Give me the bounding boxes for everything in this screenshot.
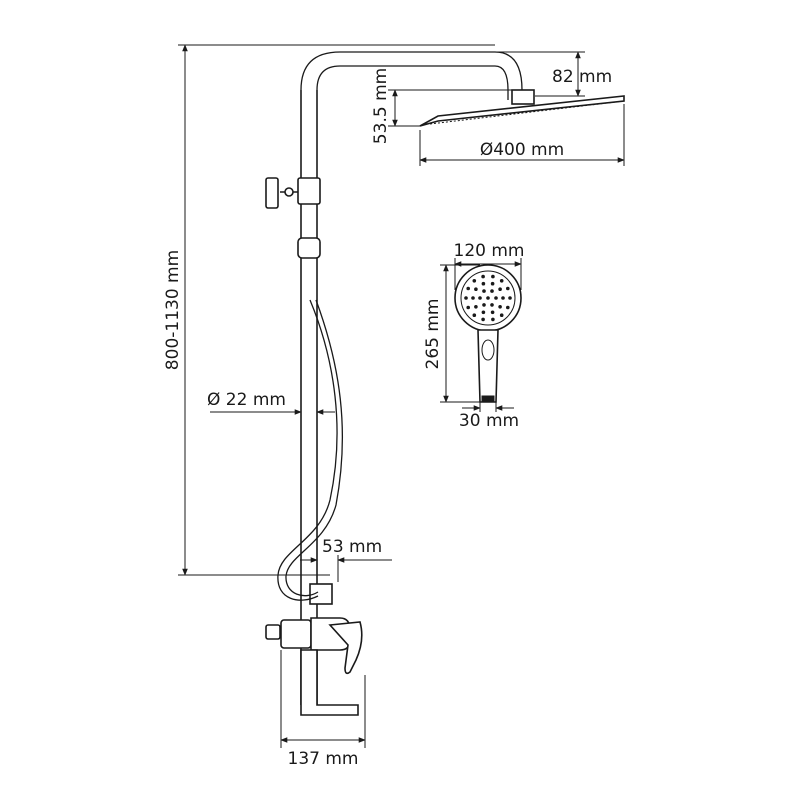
mixer-flange: [280, 619, 312, 649]
hand-shower-face: [460, 270, 516, 326]
nozzle-dot: [466, 305, 471, 310]
dimension-labels: 800-1130 mm 82 mm 53.5 mm Ø400 mm Ø 22 m…: [163, 67, 612, 769]
nozzle-dot: [481, 310, 486, 315]
shower-column: [265, 51, 625, 716]
nozzle-dot: [466, 286, 471, 291]
nozzle-dot: [486, 296, 490, 300]
nozzle-dot: [482, 303, 486, 307]
nozzle-dot: [508, 296, 512, 300]
nozzle-dot: [478, 296, 482, 300]
label-arm-drop: 82 mm: [552, 67, 612, 87]
nozzle-dot: [506, 286, 510, 291]
arm-inner: [316, 65, 509, 100]
nozzle-dot: [494, 296, 498, 300]
nozzle-dot: [474, 287, 478, 292]
hand-shower: [454, 264, 522, 403]
nozzle-dot: [474, 305, 478, 309]
nozzle-dot: [499, 279, 504, 283]
label-hand-length: 265 mm: [423, 299, 443, 370]
arm-outer: [300, 51, 523, 100]
nozzle-dot: [481, 281, 486, 286]
bath-spout: [300, 649, 359, 716]
dimension-lines: [178, 44, 625, 748]
label-hand-width: 120 mm: [454, 241, 525, 261]
nozzle-dot: [490, 303, 494, 307]
slide-holder: [297, 237, 321, 259]
nozzle-dot: [482, 289, 486, 293]
nozzle-dot: [501, 296, 505, 300]
nozzle-dot: [490, 281, 495, 286]
nozzle-dot: [471, 296, 475, 300]
nozzle-dot: [506, 305, 510, 310]
handle-end: [481, 395, 495, 403]
label-height: 800-1130 mm: [163, 250, 183, 370]
nozzle-dot: [498, 305, 502, 309]
nozzle-dot: [481, 317, 485, 322]
hand-shower-nozzles: [464, 274, 512, 322]
nozzle-dot: [472, 279, 477, 283]
diverter-nut: [284, 187, 294, 197]
nozzle-dot: [499, 313, 504, 318]
mixer-knob: [265, 624, 281, 640]
nozzle-dot: [491, 317, 495, 322]
label-pipe-diameter: Ø 22 mm: [207, 390, 286, 410]
head-nozzles: [429, 100, 625, 125]
hose-outer: [277, 299, 338, 601]
nozzle-dot: [481, 274, 485, 279]
diverter-block: [297, 177, 321, 205]
handle-button: [481, 339, 495, 361]
label-holder-offset: 53 mm: [322, 537, 382, 557]
nozzle-dot: [464, 296, 468, 300]
hand-shower-handle: [477, 329, 499, 403]
label-head-diameter: Ø400 mm: [480, 140, 564, 160]
label-head-thickness: 53.5 mm: [371, 68, 391, 144]
head-connector: [511, 89, 535, 105]
hose-connector: [309, 583, 333, 605]
nozzle-dot: [491, 274, 495, 279]
label-mixer-depth: 137 mm: [288, 749, 359, 769]
diverter-knob: [265, 177, 279, 209]
nozzle-dot: [472, 313, 477, 318]
hose-inner: [285, 299, 344, 597]
overhead-shower-head: [419, 95, 625, 127]
mixer-lever: [328, 621, 363, 675]
nozzle-dot: [498, 287, 502, 292]
nozzle-dot: [490, 310, 495, 315]
nozzle-dot: [490, 289, 494, 293]
label-handle-width: 30 mm: [459, 411, 519, 431]
